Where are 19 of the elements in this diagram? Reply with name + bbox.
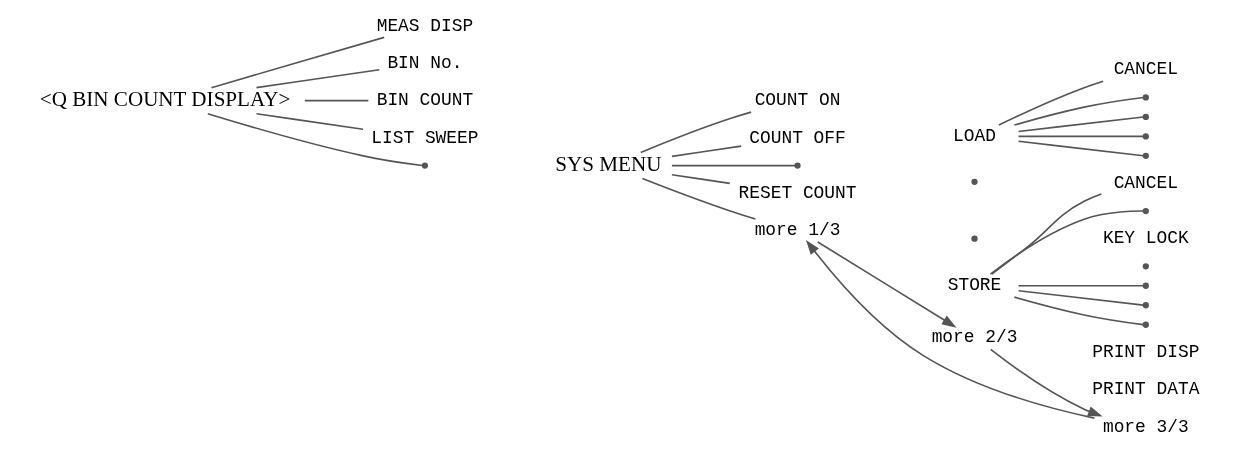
node-text: LIST SWEEP: [371, 127, 479, 148]
node-text: CANCEL: [1113, 173, 1178, 194]
node-text: PRINT DISP: [1092, 341, 1200, 362]
node-text: BIN COUNT: [376, 90, 474, 111]
node-text: KEY LOCK: [1102, 228, 1189, 249]
node-text: RESET COUNT: [738, 182, 857, 203]
node-text: SYS MENU: [555, 152, 662, 177]
node-text: CANCEL: [1113, 59, 1178, 80]
node-text: more 3/3: [1102, 416, 1189, 437]
node-text: PRINT DATA: [1092, 379, 1200, 400]
node-text: STORE: [947, 275, 1002, 296]
node-text: more 1/3: [754, 220, 841, 241]
node-text: LOAD: [953, 125, 996, 146]
node-text: MEAS DISP: [376, 15, 474, 36]
node-text: COUNT ON: [754, 90, 841, 111]
node-text: more 2/3: [931, 327, 1018, 348]
node-text: BIN No.: [387, 52, 463, 73]
node-text: <Q BIN COUNT DISPLAY>: [39, 87, 291, 112]
node-text: COUNT OFF: [749, 127, 846, 148]
